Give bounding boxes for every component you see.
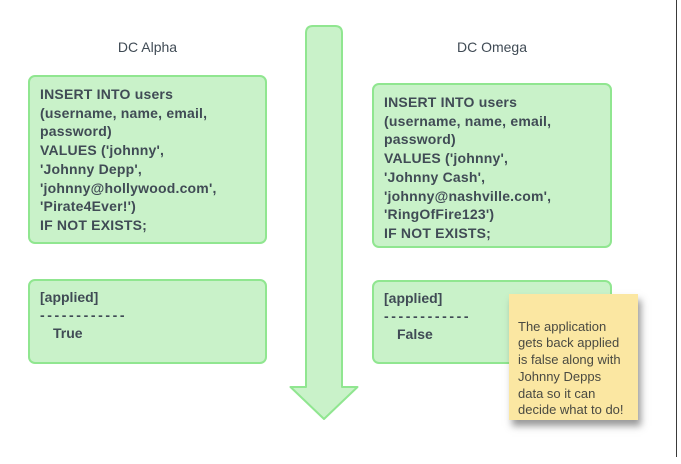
down-arrow-shape bbox=[289, 25, 359, 420]
dc-alpha-result-box: [applied] ------------ True bbox=[28, 279, 267, 364]
dc-omega-title: DC Omega bbox=[456, 39, 528, 55]
dc-omega-query-box: INSERT INTO users (username, name, email… bbox=[372, 83, 612, 248]
dc-alpha-query-text: INSERT INTO users (username, name, email… bbox=[40, 86, 217, 233]
dc-alpha-query-box: INSERT INTO users (username, name, email… bbox=[28, 75, 267, 244]
dc-omega-result-value: False bbox=[397, 326, 433, 342]
dc-alpha-result-separator: ------------ bbox=[40, 307, 128, 323]
sticky-note-text: The application gets back applied is fal… bbox=[518, 318, 624, 418]
dc-omega-query-text: INSERT INTO users (username, name, email… bbox=[384, 94, 552, 241]
dc-omega-result-separator: ------------ bbox=[384, 308, 472, 324]
dc-alpha-title: DC Alpha bbox=[117, 39, 178, 55]
dc-alpha-result-header: [applied] bbox=[40, 289, 99, 305]
page-edge-line bbox=[676, 0, 677, 457]
dc-omega-result-header: [applied] bbox=[384, 290, 443, 306]
sticky-note: The application gets back applied is fal… bbox=[509, 294, 638, 420]
dc-alpha-result-value: True bbox=[53, 325, 83, 341]
